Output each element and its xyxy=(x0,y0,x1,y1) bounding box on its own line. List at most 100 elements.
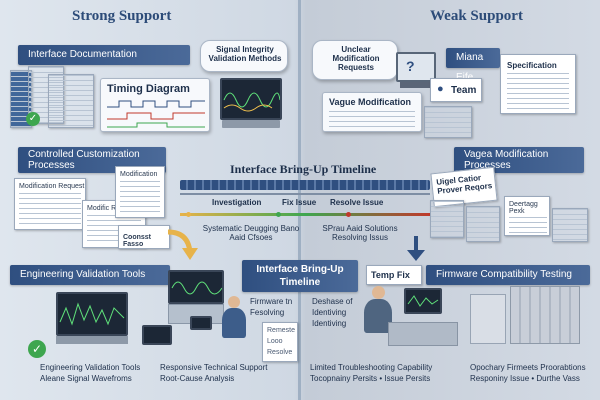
form-lines xyxy=(120,181,160,213)
weak-support-title: Weak Support xyxy=(430,8,523,24)
stage-resolve-issue: Resolve Issue xyxy=(330,198,384,207)
laptop-icon xyxy=(190,316,212,330)
monitor-stand xyxy=(400,82,432,88)
uigel-note-label: Uigel Catior Prover Reqors xyxy=(435,173,493,196)
specification-doc: Specification xyxy=(500,54,576,114)
deshase-line: Identiving xyxy=(312,308,347,317)
deertagg-card: Deertagg Pexk xyxy=(504,196,550,236)
engineer-icon xyxy=(222,308,246,338)
form-lines xyxy=(19,193,81,227)
modification-form: Modification xyxy=(115,166,165,218)
unclear-requests-bubble: Unclear Modification Requests xyxy=(312,40,398,80)
team-label: Team xyxy=(451,85,477,96)
coonsst-fasso-label: Coonsst Fasso xyxy=(123,234,151,248)
vague-lines xyxy=(329,111,415,129)
timeline-marker xyxy=(186,212,191,217)
strong-footer-left: Engineering Validation Tools Aleane Sign… xyxy=(40,362,140,384)
timing-diagram-card: Timing Diagram xyxy=(100,78,210,132)
timeline-title: Interface Bring-Up Timeline xyxy=(230,162,377,176)
remeste-line: Looo xyxy=(267,338,283,345)
stage-fix-issue: Fix Issue xyxy=(282,198,317,207)
document xyxy=(48,74,94,128)
modific-reaest-label: Modific Reaest xyxy=(87,205,134,212)
temp-fix-tag: Temp Fix xyxy=(366,265,422,285)
timing-waveform xyxy=(107,100,205,128)
strong-support-title: Strong Support xyxy=(72,8,172,24)
weak-footer-left: Limited Troubleshooting Capability Tocop… xyxy=(310,362,432,384)
modification-request-form: Modification Request xyxy=(14,178,86,230)
miana-eife-banner: Miana Eife xyxy=(446,48,500,83)
workstation-monitor xyxy=(404,288,442,314)
instrument-rack xyxy=(56,336,128,344)
equipment-cabinet xyxy=(510,286,580,344)
down-arrow-icon xyxy=(407,236,425,261)
footer-text: Durthe Vass xyxy=(536,374,580,383)
timeline-track xyxy=(180,193,430,195)
unclear-requests-label: Unclear Modification Requests xyxy=(332,45,380,72)
footer-text: Responiny Issue xyxy=(470,374,530,383)
vague-modification-label: Vague Modification xyxy=(329,97,412,107)
interface-documentation-banner: Interface Documentation xyxy=(18,45,190,65)
document xyxy=(466,206,500,242)
document xyxy=(424,106,472,138)
footer-line: Root-Cause Analysis xyxy=(160,374,235,383)
timeline-bar xyxy=(180,180,430,190)
curved-arrow-icon xyxy=(167,229,198,260)
weak-footer-right: Opochary Firmeets Proorabtions Responiny… xyxy=(470,362,586,384)
team-card: Team ● xyxy=(430,78,482,102)
check-icon: ✓ xyxy=(26,112,40,126)
deshase-line: Identiving xyxy=(312,319,347,328)
deshase-note: Deshase of Identiving Identiving xyxy=(312,296,352,329)
engineering-tools-banner: Engineering Validation Tools xyxy=(10,265,170,285)
center-divider xyxy=(298,0,301,400)
signal-integrity-bubble: Signal Integrity Validation Methods xyxy=(200,40,288,72)
question-icon: ? xyxy=(406,58,415,74)
timeline-marker xyxy=(276,212,281,217)
signal-integrity-label: Signal Integrity Validation Methods xyxy=(208,45,282,63)
stage-investigation: Investigation xyxy=(212,198,262,207)
analyzer-monitor xyxy=(56,292,128,336)
strong-footer-right: Responsive Technical Support Root-Cause … xyxy=(160,362,267,384)
instrument-wave-icon xyxy=(171,281,223,295)
footer-text: Tocopnainy Persits xyxy=(310,374,378,383)
firmware-line: Fesolving xyxy=(250,308,285,317)
oscilloscope-base xyxy=(222,120,280,128)
instrument-monitor xyxy=(168,270,224,304)
laptop-icon xyxy=(142,325,172,345)
question-monitor: ? xyxy=(396,52,436,82)
firmware-note: Firmware tn Fesolving xyxy=(250,296,292,318)
remeste-line: Resolve xyxy=(267,349,293,356)
timing-diagram-label: Timing Diagram xyxy=(107,83,190,95)
footer-text: Issue Persits xyxy=(384,374,431,383)
firmware-line: Firmware tn xyxy=(250,297,293,306)
footer-line: Aleane Signal Wavefroms xyxy=(40,374,132,383)
timeline-box: Interface Bring-Up Timeline xyxy=(242,260,358,292)
modification-request-label: Modification Request xyxy=(19,183,85,190)
left-timeline-note: Systematic Deugging Bano Aaid Cfsoes xyxy=(202,224,300,242)
workbench xyxy=(388,322,458,346)
remeste-line: Remeste xyxy=(267,327,296,334)
timeline-progress xyxy=(180,213,430,216)
vague-modification-card: Vague Modification xyxy=(322,92,422,132)
document xyxy=(430,200,464,238)
coonsst-fasso-card: Coonsst Fasso xyxy=(118,225,170,249)
footer-line-2: Tocopnainy Persits • Issue Persits xyxy=(310,374,431,383)
deshase-line: Deshase of xyxy=(312,297,353,306)
check-icon: ✓ xyxy=(28,340,46,358)
server-rack xyxy=(470,294,506,344)
oscilloscope-monitor xyxy=(220,78,282,120)
remeste-note: Remeste Looo Resolve xyxy=(262,322,298,362)
document xyxy=(552,208,588,242)
right-timeline-note: SPrau Aaid Solutions Resolving Issus xyxy=(322,224,398,242)
spec-lines xyxy=(507,73,569,111)
modification-label: Modification xyxy=(120,171,158,178)
timeline-marker xyxy=(346,212,351,217)
team-icon: ● xyxy=(437,83,444,95)
signal-wave-icon xyxy=(59,302,125,326)
deertagg-label: Deertagg Pexk xyxy=(509,201,538,215)
specification-label: Specification xyxy=(507,61,557,70)
oscilloscope-wave-icon xyxy=(223,92,281,112)
footer-line: Opochary Firmeets Proorabtions xyxy=(470,363,586,372)
footer-line: Engineering Validation Tools xyxy=(40,363,141,372)
